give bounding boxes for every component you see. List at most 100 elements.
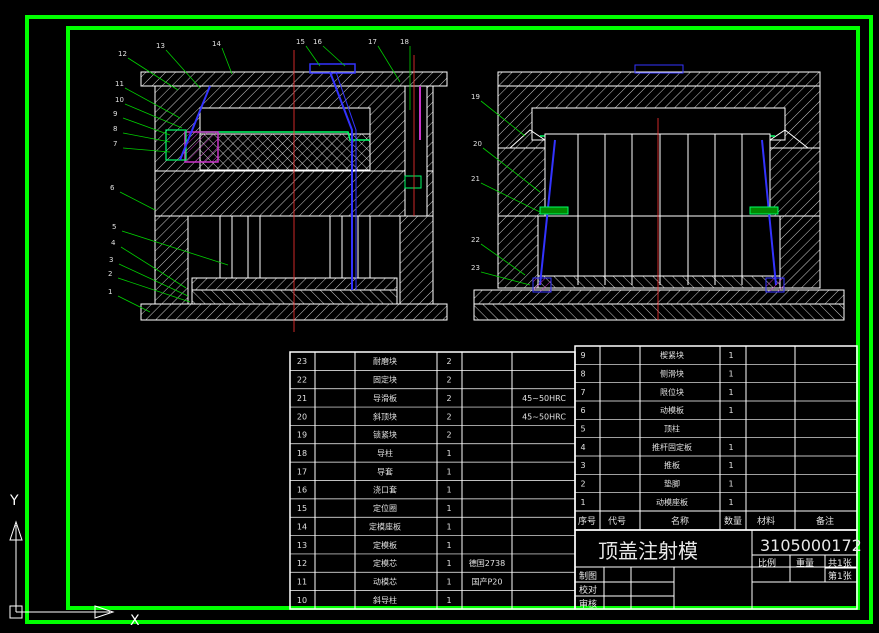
bom-left-qty: 1 — [446, 596, 451, 605]
bom-left-no: 10 — [297, 596, 307, 605]
balloon-leader-17 — [377, 45, 401, 83]
bom-left-note: 德国2738 — [469, 558, 505, 568]
balloon-2: 2 — [108, 270, 112, 278]
balloon-9: 9 — [113, 110, 117, 118]
bom-right-qty: 1 — [728, 388, 733, 397]
approved-by-label: 审核 — [579, 598, 597, 610]
bom-left-qty: 1 — [446, 467, 451, 476]
bom-left-no: 22 — [297, 376, 307, 385]
balloon-4: 4 — [111, 239, 116, 247]
balloon-3: 3 — [109, 256, 113, 264]
bom-left-name: 固定块 — [373, 375, 397, 385]
balloon-leader-12 — [127, 57, 179, 91]
balloon-5: 5 — [112, 223, 116, 231]
bom-left-qty: 1 — [446, 577, 451, 586]
balloon-leader-13 — [165, 49, 201, 89]
outer-border — [25, 15, 873, 624]
bom-right-qty: 1 — [728, 498, 733, 507]
bom-header-cell: 名称 — [671, 515, 689, 527]
balloon-8: 8 — [113, 125, 117, 133]
bom-left-qty: 1 — [446, 504, 451, 513]
bom-right-no: 7 — [580, 388, 585, 397]
bom-right-name: 侧滑块 — [660, 369, 684, 379]
balloon-leader-4 — [120, 246, 187, 289]
balloon-leader-2 — [117, 277, 191, 303]
ucs-y-label: Y — [9, 493, 19, 509]
bom-left-name: 斜导柱 — [373, 595, 397, 605]
balloon-6: 6 — [110, 184, 115, 192]
bom-right-no: 6 — [580, 406, 585, 415]
bom-header-cell: 数量 — [724, 515, 742, 527]
bom-left-no: 23 — [297, 357, 307, 366]
bom-left-name: 斜顶块 — [373, 411, 397, 421]
balloon-leader-3 — [118, 263, 189, 297]
bom-right-qty: 1 — [728, 351, 733, 360]
balloon-19: 19 — [471, 93, 480, 101]
balloon-10: 10 — [115, 96, 124, 104]
bom-left-qty: 2 — [446, 394, 451, 403]
bom-left-qty: 1 — [446, 522, 451, 531]
balloon-leader-20 — [482, 147, 541, 193]
bom-header-cell: 代号 — [608, 516, 626, 527]
bom-right-qty: 1 — [728, 370, 733, 379]
bom-left-no: 15 — [297, 504, 307, 513]
balloon-leader-23 — [480, 271, 531, 286]
bom-left-name: 动模芯 — [373, 576, 397, 586]
balloon-leader-19 — [480, 100, 526, 137]
bom-left-qty: 1 — [446, 449, 451, 458]
bom-left-name: 耐磨块 — [373, 356, 397, 366]
bom-right-qty: 1 — [728, 443, 733, 452]
balloon-leader-5 — [121, 230, 229, 266]
drawing-number: 3105000172 — [760, 536, 862, 555]
balloon-leader-10 — [124, 103, 183, 129]
bom-left-no: 14 — [297, 522, 307, 531]
bom-left-note: 45~50HRC — [522, 412, 566, 421]
bom-right-name: 楔紧块 — [660, 350, 684, 360]
bom-header-cell: 材料 — [757, 515, 775, 527]
bom-right-name: 推板 — [664, 460, 680, 470]
balloon-14: 14 — [212, 40, 221, 48]
bom-left-qty: 2 — [446, 357, 451, 366]
bom-right-name: 限位块 — [660, 387, 684, 397]
bom-left-no: 16 — [297, 486, 307, 495]
balloon-leader-21 — [480, 182, 541, 213]
bom-left-note: 国产P20 — [471, 576, 502, 586]
balloon-21: 21 — [471, 175, 480, 183]
balloon-16: 16 — [313, 38, 322, 46]
bom-right-no: 8 — [580, 370, 585, 379]
drawn-by-label: 制图 — [579, 570, 597, 582]
bom-left-no: 12 — [297, 559, 307, 568]
sheets-total: 共1张 — [828, 558, 852, 569]
bom-right-name: 顶柱 — [664, 424, 680, 434]
bom-right-qty: 1 — [728, 406, 733, 415]
inner-border — [66, 26, 860, 610]
bom-right-name: 推杆固定板 — [652, 442, 692, 452]
bom-left-name: 定模板 — [373, 540, 397, 550]
bom-left-qty: 1 — [446, 541, 451, 550]
left-section-view — [140, 50, 448, 332]
bom-left-qty: 1 — [446, 559, 451, 568]
bom-left-qty: 2 — [446, 376, 451, 385]
bom-right-no: 3 — [580, 461, 585, 470]
bom-left-name: 导滑板 — [373, 393, 397, 403]
bom-right-no: 9 — [580, 351, 585, 360]
balloon-leader-11 — [124, 87, 181, 119]
bom-left-no: 13 — [297, 541, 307, 550]
bom-right-name: 动模座板 — [656, 497, 688, 507]
bom-left-name: 定模座板 — [369, 521, 401, 531]
bom-right-qty: 1 — [728, 461, 733, 470]
balloon-22: 22 — [471, 236, 480, 244]
bom-left-no: 19 — [297, 431, 307, 440]
bom-left-no: 21 — [297, 394, 307, 403]
balloon-12: 12 — [118, 50, 127, 58]
balloon-1: 1 — [108, 288, 112, 296]
balloon-11: 11 — [115, 80, 124, 88]
balloon-leader-6 — [119, 191, 156, 211]
balloon-15: 15 — [296, 38, 305, 46]
bom-left-no: 17 — [297, 467, 307, 476]
bom-right-no: 4 — [580, 443, 585, 452]
bom-right-no: 2 — [580, 480, 585, 489]
